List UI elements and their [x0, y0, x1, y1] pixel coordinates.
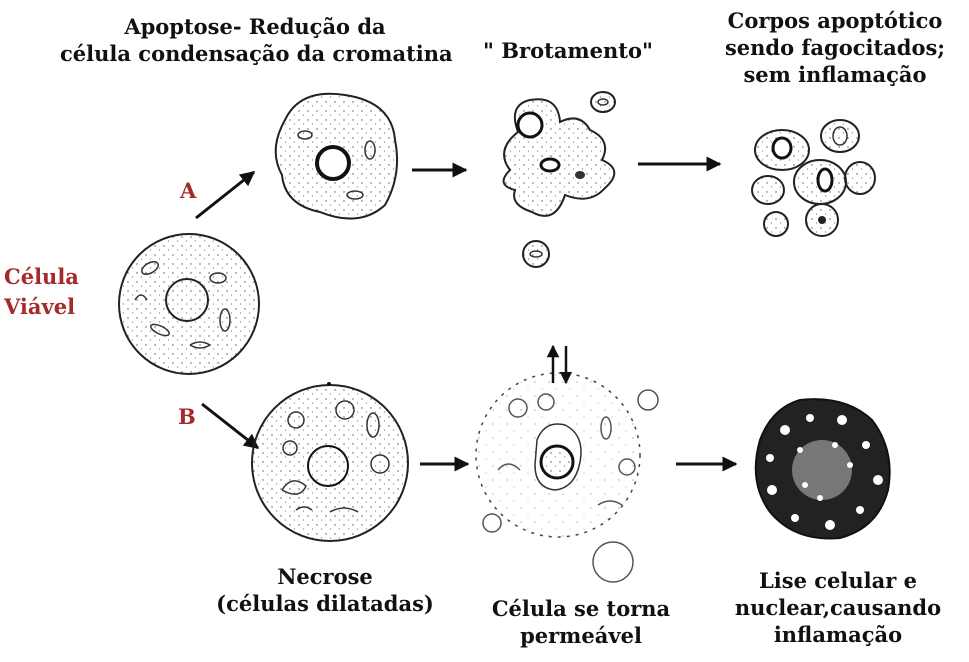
budding-cell: [504, 92, 615, 267]
necrotic-swollen-cell: [252, 382, 408, 541]
lysed-cell: [756, 399, 890, 538]
shrunken-apoptotic-cell: [276, 94, 397, 219]
viable-cell: [119, 234, 259, 374]
permeable-cell: [476, 346, 658, 582]
arrow-b: [202, 404, 258, 448]
arrow-a: [196, 172, 254, 218]
apoptotic-bodies: [752, 120, 875, 236]
